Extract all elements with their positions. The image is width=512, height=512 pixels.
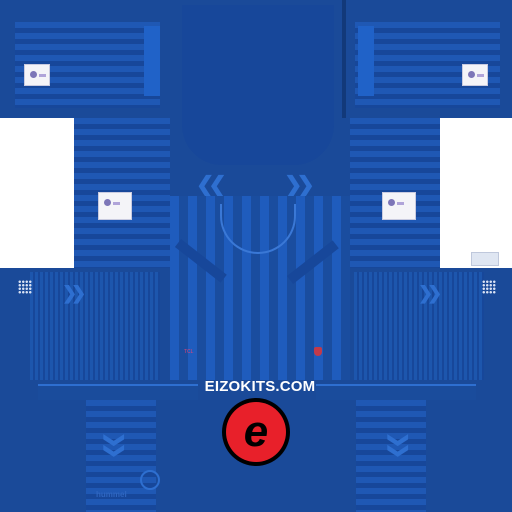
watermark-logo: e [222,398,290,466]
logo-letter: e [244,407,268,456]
left-sleeve-band [144,26,160,96]
right-sleeve-band [358,26,374,96]
left-sleeve-badge [24,64,50,86]
collar-line [342,0,346,118]
watermark-site-name: EIZOKITS.COM [204,378,316,395]
shorts-left-chevron-icon: ❯❯ [103,431,126,454]
left-lower-sleeve [30,272,160,380]
shorts-right-chevron-icon: ❯❯ [387,431,410,454]
right-chest-badge [382,192,416,220]
right-white-panel [440,118,512,268]
right-sleeve-dots [482,280,496,294]
shorts-waistband-right [316,384,476,400]
brand-label: hummel [96,490,127,499]
right-sleeve-badge [462,64,488,86]
crest-icon [314,347,322,356]
right-lower-sleeve [354,272,484,380]
left-sleeve-dots [18,280,32,294]
shorts-right [356,400,426,512]
sponsor-label: TCL [184,349,194,355]
left-sleeve-chevron-icon: ❯❯ [62,283,86,303]
chevron-left-icon: ❮❮ [196,172,227,197]
collar-panel [182,5,334,165]
left-chest-badge [98,192,132,220]
logo-fill [226,402,286,462]
shorts-crest-icon [140,470,160,490]
right-sleeve-chevron-icon: ❯❯ [418,283,442,303]
left-white-panel [0,118,74,268]
right-panel-tag [471,252,499,266]
chevron-right-icon: ❯❯ [284,172,315,197]
shorts-waistband-left [38,384,198,400]
shorts-left [86,400,156,512]
